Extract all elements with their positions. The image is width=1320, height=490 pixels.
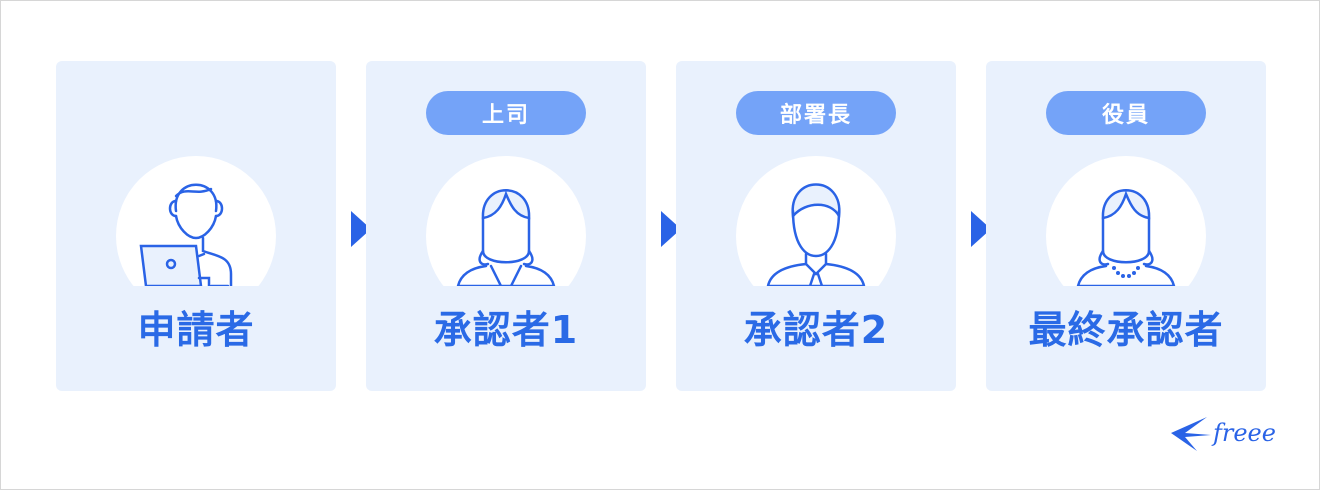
step-label: 最終承認者 [1028, 308, 1224, 352]
svg-text:freee: freee [1211, 419, 1276, 447]
step-card-applicant: 申請者 [56, 61, 336, 391]
woman-necklace-icon [1076, 189, 1176, 286]
avatar [426, 156, 586, 286]
role-badge: 部署長 [736, 91, 896, 135]
step-card-final-approver: 役員 最終承認者 [986, 61, 1266, 391]
avatar [736, 156, 896, 286]
avatar [1046, 156, 1206, 286]
step-card-approver-2: 部署長 承認者2 [676, 61, 956, 391]
step-label: 承認者1 [433, 308, 579, 352]
woman-icon [456, 189, 556, 286]
person-laptop-icon [139, 183, 233, 286]
freee-logo: freee [1169, 413, 1289, 457]
man-tie-icon [766, 183, 866, 286]
role-badge: 上司 [426, 91, 586, 135]
step-card-approver-1: 上司 承認者1 [366, 61, 646, 391]
role-badge: 役員 [1046, 91, 1206, 135]
bird-logo-icon: freee [1171, 417, 1276, 451]
step-label: 申請者 [137, 308, 255, 352]
avatar [116, 156, 276, 286]
step-label: 承認者2 [743, 308, 889, 352]
